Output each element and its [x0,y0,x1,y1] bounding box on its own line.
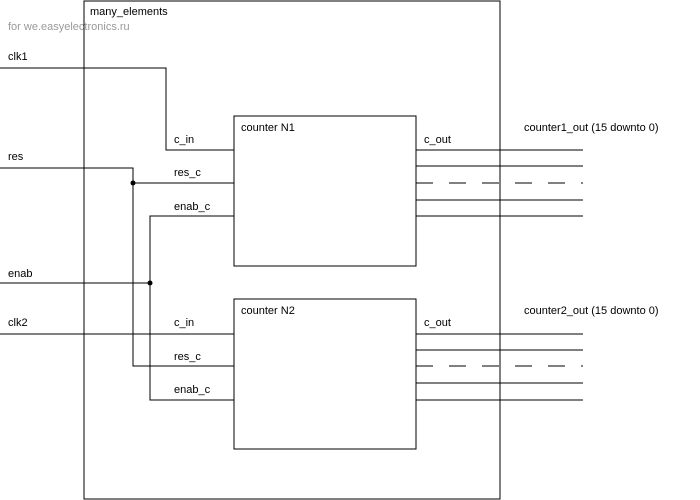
outer-block-frame [83,0,501,500]
wire-clk1 [0,67,234,151]
counter-n1-title: counter N1 [241,122,295,134]
watermark-text: for we.easyelectronics.ru [8,21,130,33]
counter-n1-block [233,115,417,267]
input-label-res: res [8,151,24,163]
counter-n2-port-enab-c: enab_c [174,384,211,396]
counter-n2-title: counter N2 [241,305,295,317]
wires [0,67,583,401]
input-label-clk2: clk2 [8,317,28,329]
counter-n1-port-c-out: c_out [424,134,451,146]
counter-n2-port-c-in: c_in [174,317,194,329]
input-label-clk1: clk1 [8,51,28,63]
counter-n2-output-label: counter2_out (15 downto 0) [524,305,659,317]
counter-n2-block [233,298,417,450]
counter-n1-port-c-in: c_in [174,134,194,146]
counter-n1-port-enab-c: enab_c [174,201,211,213]
counter-n2-port-c-out: c_out [424,317,451,329]
input-label-enab: enab [8,268,32,280]
junction-dot-res [130,180,136,186]
wire-res [0,167,234,367]
outer-block-title: many_elements [90,6,168,18]
counter-n2-port-res-c: res_c [174,351,201,363]
counter-n1-output-label: counter1_out (15 downto 0) [524,122,659,134]
junction-dot-enab [147,280,153,286]
wire-enab-c1 [149,215,234,401]
counter-n1-port-res-c: res_c [174,167,201,179]
